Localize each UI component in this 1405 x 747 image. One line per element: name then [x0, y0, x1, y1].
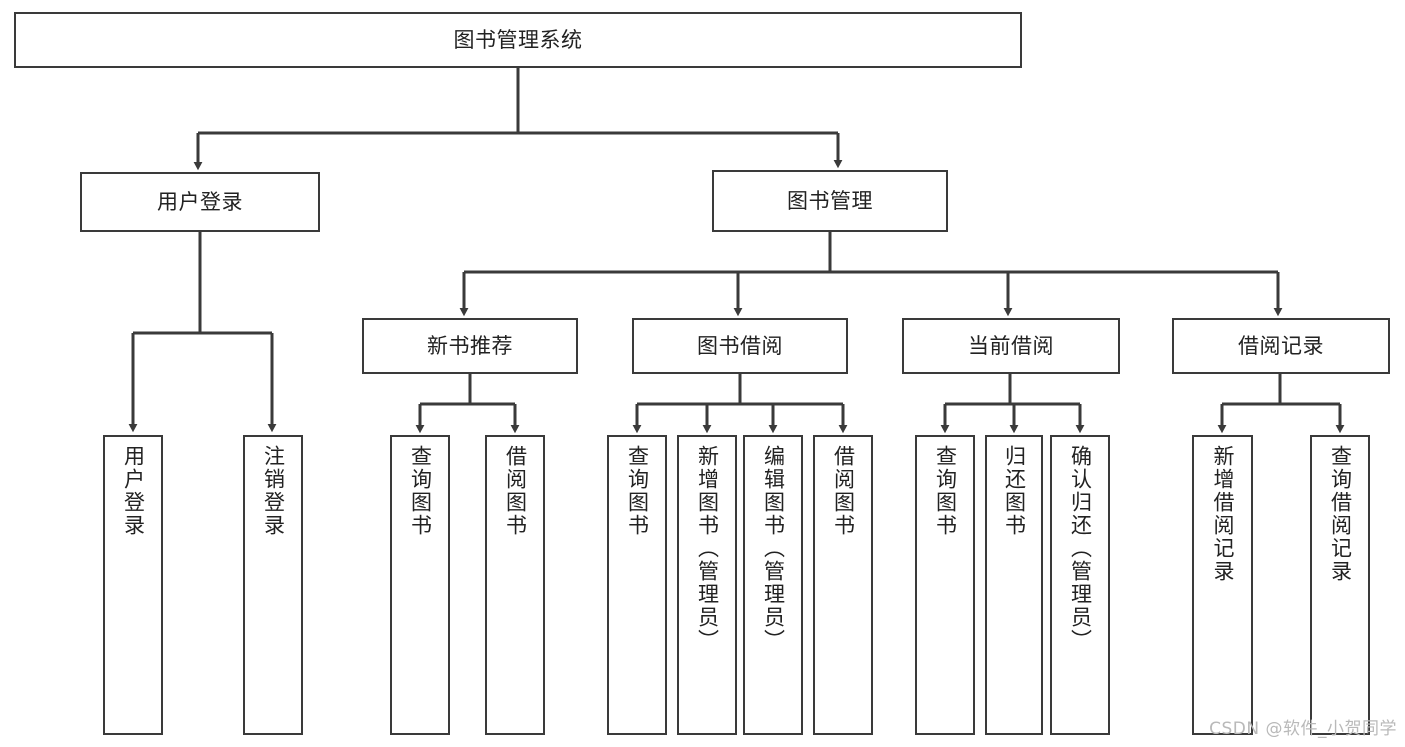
- node-label: 归还图书: [1002, 445, 1027, 537]
- node-user-login[interactable]: 用户登录: [80, 172, 320, 232]
- node-label: 图书借阅: [697, 333, 783, 358]
- node-label: 用户登录: [157, 189, 243, 214]
- node-label: 查询图书: [408, 445, 433, 537]
- node-label: 编辑图书（管理员）: [761, 445, 786, 652]
- node-leaf-query-book-borrow[interactable]: 查询图书: [607, 435, 667, 735]
- node-label: 确认归还（管理员）: [1068, 445, 1093, 652]
- node-leaf-user-login[interactable]: 用户登录: [103, 435, 163, 735]
- node-leaf-user-logout[interactable]: 注销登录: [243, 435, 303, 735]
- node-label: 查询图书: [933, 445, 958, 537]
- node-leaf-borrow-book[interactable]: 借阅图书: [813, 435, 873, 735]
- node-leaf-add-borrow-record[interactable]: 新增借阅记录: [1192, 435, 1253, 735]
- watermark-text: CSDN @软件_小贺同学: [1209, 719, 1397, 739]
- node-label: 用户登录: [121, 445, 146, 537]
- node-label: 图书管理系统: [453, 27, 583, 52]
- node-label: 注销登录: [261, 445, 286, 537]
- node-leaf-confirm-return[interactable]: 确认归还（管理员）: [1050, 435, 1110, 735]
- node-new-book-recommend[interactable]: 新书推荐: [362, 318, 578, 374]
- node-label: 新增借阅记录: [1211, 445, 1235, 583]
- node-leaf-query-borrow-record[interactable]: 查询借阅记录: [1310, 435, 1370, 735]
- node-leaf-borrow-book-rec[interactable]: 借阅图书: [485, 435, 545, 735]
- node-label: 新增图书（管理员）: [695, 445, 720, 652]
- node-borrow-record[interactable]: 借阅记录: [1172, 318, 1390, 374]
- node-book-management[interactable]: 图书管理: [712, 170, 948, 232]
- node-label: 查询借阅记录: [1328, 445, 1353, 583]
- node-current-borrow[interactable]: 当前借阅: [902, 318, 1120, 374]
- node-label: 借阅记录: [1238, 333, 1324, 358]
- node-label: 当前借阅: [968, 333, 1054, 358]
- node-leaf-add-book[interactable]: 新增图书（管理员）: [677, 435, 737, 735]
- node-leaf-edit-book[interactable]: 编辑图书（管理员）: [743, 435, 803, 735]
- node-book-borrow[interactable]: 图书借阅: [632, 318, 848, 374]
- node-root[interactable]: 图书管理系统: [14, 12, 1022, 68]
- node-label: 借阅图书: [503, 445, 528, 537]
- node-label: 新书推荐: [427, 333, 513, 358]
- node-leaf-return-book[interactable]: 归还图书: [985, 435, 1043, 735]
- node-leaf-query-book-rec[interactable]: 查询图书: [390, 435, 450, 735]
- node-label: 图书管理: [787, 188, 873, 213]
- node-leaf-query-book-cur[interactable]: 查询图书: [915, 435, 975, 735]
- node-label: 查询图书: [625, 445, 650, 537]
- node-label: 借阅图书: [831, 445, 856, 537]
